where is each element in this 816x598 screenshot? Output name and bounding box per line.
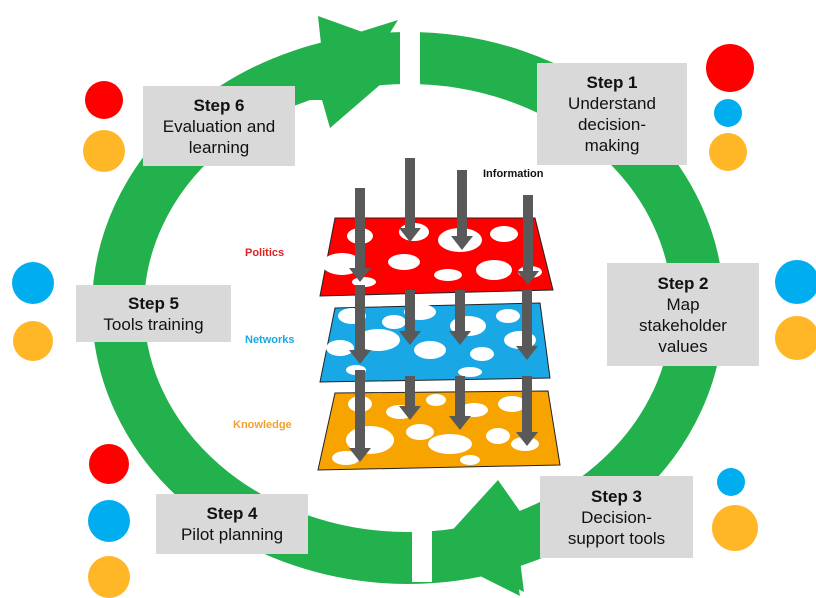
information-arrow-head [349, 350, 371, 364]
step-5-line-1: Tools training [103, 314, 204, 334]
information-arrow-shaft [523, 195, 533, 273]
layer-politics-label: Politics [245, 247, 284, 259]
step-1-line-3: making [584, 136, 640, 155]
step-2-title: Step 2 [657, 273, 709, 293]
step-1-box: Step 1 Understand decision- making [537, 63, 687, 165]
step-2-line-2: stakeholder [639, 315, 727, 335]
dot-blue [12, 262, 54, 304]
step-6-line-1: Evaluation and [162, 116, 276, 136]
dot-groups [12, 44, 816, 598]
step-4-line-1: Pilot planning [180, 525, 284, 544]
step-3-line-1: Decision- [581, 507, 652, 527]
layer-hole [428, 434, 472, 454]
dot-blue [88, 500, 130, 542]
layer-hole [460, 455, 480, 465]
information-arrow-head [516, 346, 538, 360]
information-arrow-shaft [455, 376, 465, 418]
layer-hole [458, 367, 482, 377]
step-3-line-2: support tools [567, 528, 666, 548]
information-arrow-shaft [405, 376, 415, 408]
dot-orange [13, 321, 53, 361]
layer-hole [356, 329, 400, 351]
layer-hole [486, 428, 510, 444]
information-arrow-head [516, 432, 538, 446]
information-arrow-shaft [405, 158, 415, 230]
dot-red [85, 81, 123, 119]
information-arrow-head [349, 448, 371, 462]
step-6-line-2: learning [188, 137, 250, 157]
layer-knowledge-label: Knowledge [233, 419, 292, 431]
layer-hole [388, 254, 420, 270]
layer-hole [460, 403, 488, 417]
information-arrow-head [449, 331, 471, 345]
layer-hole [426, 394, 446, 406]
information-arrow-head [399, 228, 421, 242]
information-arrow-shaft [355, 285, 365, 352]
layer-hole [414, 341, 446, 359]
step-4-box: Step 4 Pilot planning [156, 494, 308, 554]
step-5-box: Step 5 Tools training [76, 285, 231, 342]
cycle-gap-top [400, 30, 420, 90]
information-arrow-shaft [522, 376, 532, 434]
layer-hole [496, 309, 520, 323]
layer-networks-label: Networks [245, 334, 295, 346]
dot-red [706, 44, 754, 92]
cycle-arrowhead-top-tip [318, 16, 418, 128]
layer-hole [511, 437, 539, 451]
information-arrow-shaft [355, 370, 365, 450]
layer-hole [352, 277, 376, 287]
dot-blue [717, 468, 745, 496]
dot-orange [88, 556, 130, 598]
cycle-gap-bottom [412, 512, 432, 582]
information-arrow-head [451, 236, 473, 250]
cycle-arrowhead-bottom-tip [432, 484, 520, 596]
layer-hole [382, 315, 406, 329]
information-arrow-head [449, 416, 471, 430]
information-arrow-shaft [455, 290, 465, 333]
dot-blue [714, 99, 742, 127]
information-arrow-shaft [522, 290, 532, 348]
step-1-line-1: Understand [568, 94, 656, 113]
step-6-title: Step 6 [193, 95, 245, 115]
step-1-title: Step 1 [586, 73, 638, 92]
dot-blue [775, 260, 816, 304]
information-arrow-shaft [457, 170, 467, 238]
step-2-line-3: values [658, 336, 708, 356]
dot-orange [709, 133, 747, 171]
layer-hole [470, 347, 494, 361]
step-6-box: Step 6 Evaluation and learning [143, 86, 295, 166]
information-arrow-shaft [405, 290, 415, 333]
dot-orange [83, 130, 125, 172]
information-arrow-shaft [355, 188, 365, 270]
step-2-line-1: Map [666, 294, 700, 314]
layer-hole [490, 226, 518, 242]
layer-hole [326, 340, 354, 356]
information-label: Information [483, 168, 544, 180]
layer-hole [476, 260, 512, 280]
information-arrow-head [399, 331, 421, 345]
information-arrow-head [349, 268, 371, 282]
dot-orange [775, 316, 816, 360]
layer-hole [406, 424, 434, 440]
layer-hole [498, 396, 526, 412]
step-2-box: Step 2 Map stakeholder values [607, 263, 759, 366]
step-3-title: Step 3 [590, 486, 643, 506]
step-4-title: Step 4 [206, 504, 258, 523]
dot-orange [712, 505, 758, 551]
dot-red [89, 444, 129, 484]
step-5-title: Step 5 [127, 293, 180, 313]
information-arrow-head [399, 406, 421, 420]
step-1-line-2: decision- [577, 115, 647, 134]
layer-hole [434, 269, 462, 281]
information-arrow-head [517, 271, 539, 285]
layer-hole [332, 451, 360, 465]
step-3-box: Step 3 Decision- support tools [540, 476, 693, 558]
